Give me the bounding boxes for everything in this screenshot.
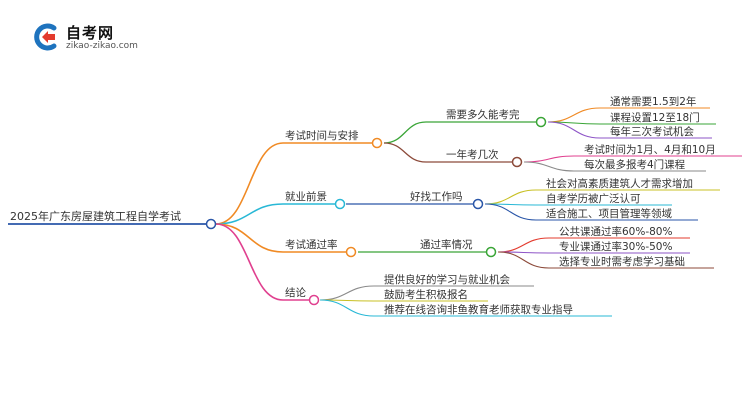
leaf-topic-0-0-1: 课程设置12至18门: [610, 111, 700, 124]
leaf-topic-3-2: 推荐在线咨询非鱼教育老师获取专业指导: [384, 303, 573, 316]
edge-branch-3: [215, 223, 284, 301]
leaf-topic-3-1: 鼓励考生积极报名: [384, 288, 468, 301]
branch-collapse-toggle-3[interactable]: [308, 294, 320, 306]
root-collapse-toggle[interactable]: [205, 218, 217, 230]
edge-branch-0: [215, 142, 284, 225]
leaf-topic-0-0-0: 通常需要1.5到2年: [610, 95, 696, 108]
edge-sub-0-1: [383, 142, 427, 163]
leaf-topic-2-0-2: 选择专业时需考虑学习基础: [559, 255, 685, 268]
branch-topic-2: 考试通过率: [285, 238, 338, 251]
branch-topic-1: 就业前景: [285, 190, 327, 203]
sub-topic-1-0: 好找工作吗: [410, 190, 463, 203]
leaf-topic-1-0-1: 自考学历被广泛认可: [546, 192, 641, 205]
branch-topic-0: 考试时间与安排: [285, 129, 359, 142]
leaf-topic-0-0-2: 每年三次考试机会: [610, 125, 694, 138]
leaf-topic-1-0-0: 社会对高素质建筑人才需求增加: [546, 177, 693, 190]
leaf-topic-2-0-1: 专业课通过率30%-50%: [559, 240, 672, 253]
sub-collapse-toggle-1-0[interactable]: [472, 198, 484, 210]
edge-leaf-0-1-1: [523, 161, 575, 172]
edge-leaf-1-0-2: [484, 203, 537, 221]
edge-leaf-3-0: [319, 285, 375, 301]
edge-leaf-2-0-0: [497, 237, 550, 253]
edge-branch-1: [215, 203, 284, 225]
edge-branch-2: [215, 223, 284, 253]
branch-collapse-toggle-1[interactable]: [334, 198, 346, 210]
sub-collapse-toggle-0-0[interactable]: [535, 116, 547, 128]
mind-map-nodes: 2025年广东房屋建筑工程自学考试 考试时间与安排 需要多久能考完 通常需要1.5到2…: [8, 95, 742, 317]
sub-collapse-toggle-0-1[interactable]: [511, 156, 523, 168]
edge-sub-0-0: [383, 121, 427, 144]
edge-leaf-3-2: [319, 299, 375, 317]
logo-name: 自考网: [66, 24, 115, 42]
edge-leaf-0-0-0: [547, 107, 601, 123]
sub-topic-2-0: 通过率情况: [420, 238, 473, 251]
edge-leaf-0-0-2: [547, 121, 601, 139]
mind-map-edges: [215, 107, 601, 317]
edge-leaf-2-0-2: [497, 251, 550, 269]
leaf-topic-3-0: 提供良好的学习与就业机会: [384, 273, 510, 286]
logo-domain: zikao-zikao.com: [66, 41, 138, 51]
sub-topic-0-0: 需要多久能考完: [446, 108, 520, 121]
leaf-topic-1-0-2: 适合施工、项目管理等领域: [546, 207, 672, 220]
leaf-topic-2-0-0: 公共课通过率60%-80%: [559, 225, 672, 238]
leaf-topic-0-1-0: 考试时间为1月、4月和10月: [584, 143, 716, 156]
sub-collapse-toggle-2-0[interactable]: [485, 246, 497, 258]
site-logo[interactable]: 自考网 zikao-zikao.com: [30, 20, 190, 56]
logo-mark-icon: [34, 23, 57, 51]
edge-leaf-0-1-0: [523, 155, 575, 163]
branch-collapse-toggle-2[interactable]: [345, 246, 357, 258]
edge-leaf-1-0-0: [484, 189, 537, 205]
sub-topic-0-1: 一年考几次: [446, 148, 499, 161]
root-topic: 2025年广东房屋建筑工程自学考试: [10, 209, 181, 223]
leaf-topic-0-1-1: 每次最多报考4门课程: [584, 158, 686, 171]
branch-topic-3: 结论: [285, 286, 306, 299]
branch-collapse-toggle-0[interactable]: [371, 137, 383, 149]
